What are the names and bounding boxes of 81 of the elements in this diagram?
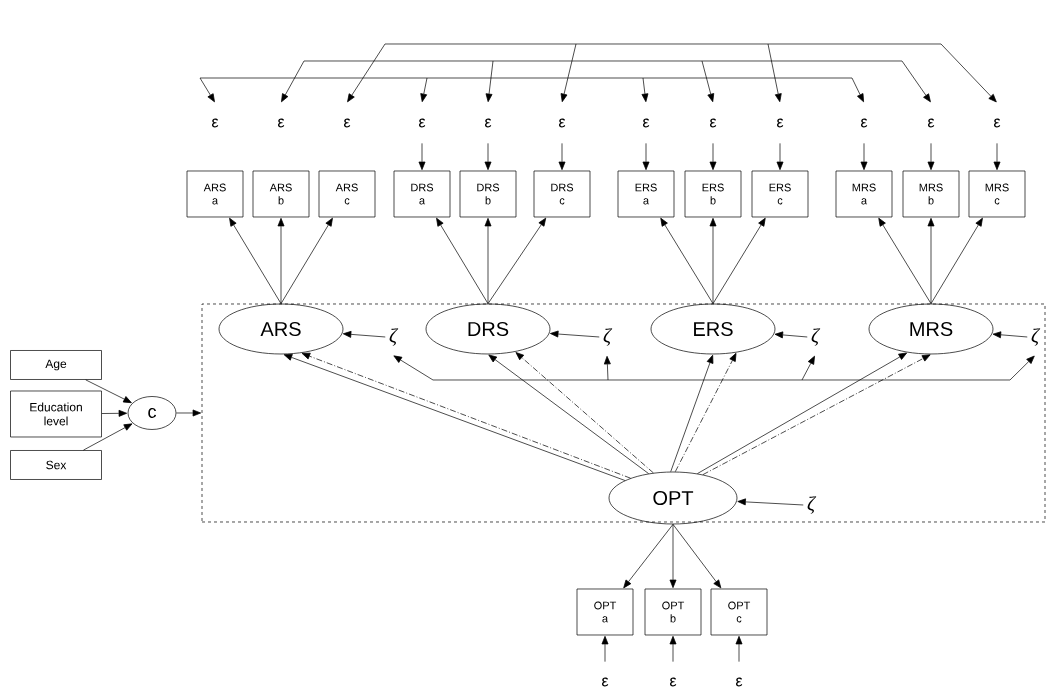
- arrow: [280, 217, 333, 304]
- covariance-arrow: [393, 355, 1035, 381]
- covariance-arrow: [199, 77, 864, 103]
- arrow: [484, 217, 492, 304]
- arrow: [515, 352, 654, 474]
- error-term: ε: [344, 118, 351, 128]
- arrow: [418, 143, 426, 171]
- arrow: [487, 217, 547, 304]
- error-term: ε: [485, 118, 492, 128]
- arrow: [623, 524, 674, 589]
- arrow: [558, 143, 566, 171]
- error-term: ε: [602, 677, 609, 687]
- indicator-box: MRS a: [835, 170, 893, 218]
- error-term: ε: [861, 118, 868, 128]
- arrow: [674, 353, 737, 472]
- dashed-frame: [201, 303, 1046, 523]
- arrow: [709, 217, 717, 304]
- covariate-box: Education level: [10, 390, 102, 438]
- indicator-box: OPT a: [576, 588, 634, 636]
- indicator-box: ERS a: [617, 170, 675, 218]
- error-term: ε: [670, 677, 677, 687]
- arrow: [436, 217, 489, 304]
- indicator-box: ARS c: [318, 170, 376, 218]
- indicator-box: DRS c: [533, 170, 591, 218]
- indicator-box: OPT c: [710, 588, 768, 636]
- arrow: [672, 524, 722, 589]
- disturbance-term: ζ: [1031, 328, 1041, 346]
- error-term: ε: [710, 118, 717, 128]
- arrow: [229, 217, 282, 304]
- arrow: [712, 217, 766, 304]
- error-term: ε: [419, 118, 426, 128]
- indicator-box: MRS b: [902, 170, 960, 218]
- indicator-box: ARS b: [252, 170, 310, 218]
- arrow: [735, 635, 743, 662]
- arrow: [669, 524, 677, 589]
- disturbance-term: ζ: [603, 328, 613, 346]
- error-term: ε: [278, 118, 285, 128]
- arrow: [774, 331, 808, 339]
- indicator-box: DRS a: [393, 170, 451, 218]
- arrow: [930, 217, 983, 304]
- covariance-arrow: [347, 43, 997, 103]
- covariate-box: Sex: [10, 450, 102, 480]
- error-term: ε: [777, 118, 784, 128]
- error-term: ε: [643, 118, 650, 128]
- arrow: [776, 143, 784, 171]
- arrow: [101, 409, 128, 417]
- indicator-box: ERS b: [684, 170, 742, 218]
- arrow: [709, 143, 717, 171]
- error-term: ε: [212, 118, 219, 128]
- indicator-box: ERS c: [751, 170, 809, 218]
- disturbance-term: ζ: [389, 328, 399, 346]
- arrow: [992, 331, 1028, 339]
- arrow: [601, 635, 609, 662]
- arrow: [484, 143, 492, 171]
- arrow: [878, 217, 932, 304]
- arrow: [669, 635, 677, 662]
- error-term: ε: [994, 118, 1001, 128]
- disturbance-term: ζ: [807, 496, 817, 514]
- covariance-arrow: [281, 60, 931, 103]
- error-term: ε: [928, 118, 935, 128]
- arrow: [342, 330, 386, 338]
- arrow: [642, 143, 650, 171]
- arrow: [927, 217, 935, 304]
- arrow: [550, 330, 600, 338]
- disturbance-term: ζ: [811, 328, 821, 346]
- error-term: ε: [559, 118, 566, 128]
- indicator-box: DRS b: [459, 170, 517, 218]
- arrow: [660, 217, 714, 304]
- arrow: [176, 409, 202, 417]
- arrow: [488, 354, 649, 474]
- arrow: [737, 498, 804, 506]
- arrow: [927, 143, 935, 171]
- arrow: [993, 143, 1001, 171]
- error-term: ε: [736, 677, 743, 687]
- indicator-box: MRS c: [968, 170, 1026, 218]
- arrow: [860, 143, 868, 171]
- arrow: [277, 217, 285, 304]
- covariate-box: Age: [10, 350, 102, 380]
- arrow: [670, 354, 714, 472]
- indicator-box: OPT b: [644, 588, 702, 636]
- indicator-box: ARS a: [186, 170, 244, 218]
